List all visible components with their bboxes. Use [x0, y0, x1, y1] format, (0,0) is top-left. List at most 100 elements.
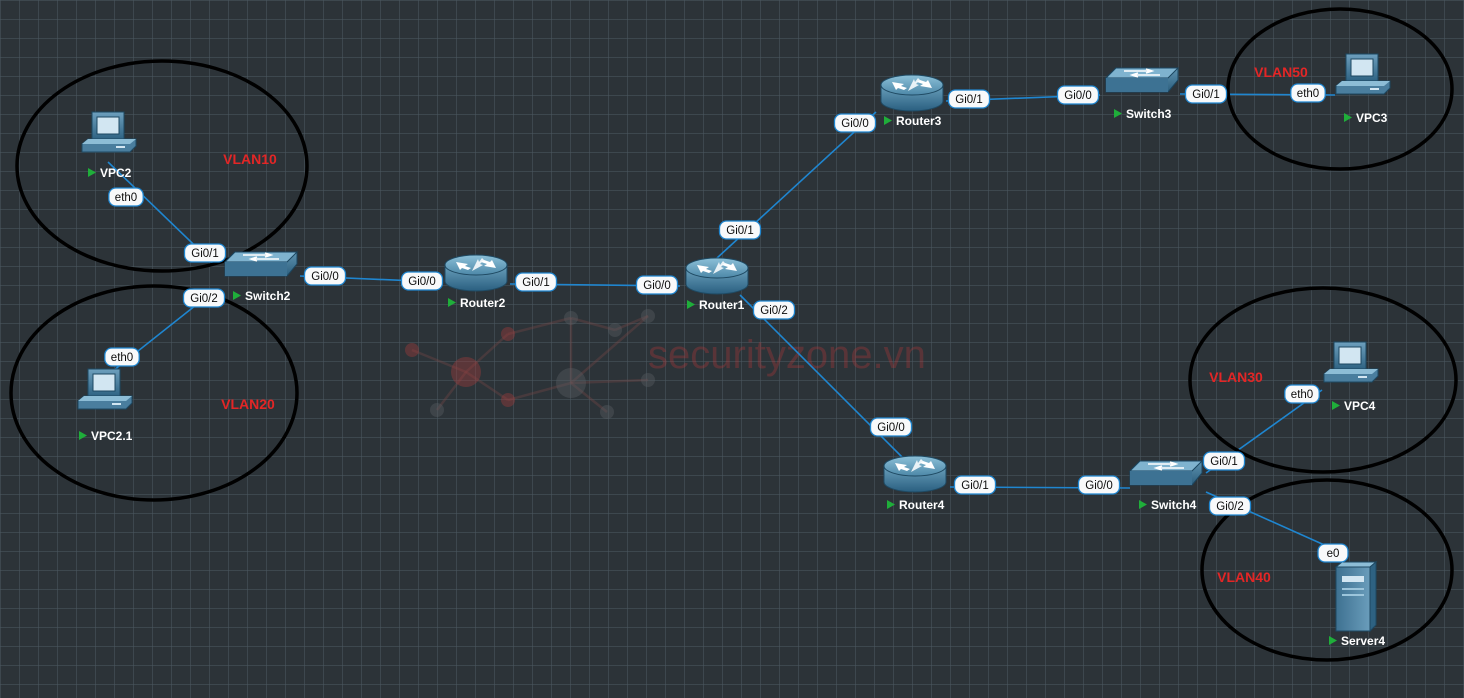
running-status-icon — [1139, 500, 1147, 509]
port-label-router1[interactable]: Gi0/2 — [752, 300, 796, 320]
running-status-icon — [887, 500, 895, 509]
port-label-vpc2[interactable]: eth0 — [108, 187, 144, 207]
running-status-icon — [1344, 113, 1352, 122]
port-label-router4[interactable]: Gi0/1 — [953, 475, 997, 495]
device-label: VPC2 — [100, 166, 132, 180]
running-status-icon — [88, 168, 96, 177]
running-status-icon — [1332, 401, 1340, 410]
port-label-router1[interactable]: Gi0/0 — [635, 275, 679, 295]
switch-icon — [1104, 67, 1180, 93]
device-label: Switch2 — [245, 289, 291, 303]
device-vpc21[interactable]: VPC2.1 — [77, 368, 133, 443]
svg-text:eth0: eth0 — [115, 192, 137, 204]
device-router4[interactable]: Router4 — [883, 455, 947, 512]
running-status-icon — [884, 116, 892, 125]
svg-text:Gi0/0: Gi0/0 — [841, 118, 869, 130]
running-status-icon — [448, 298, 456, 307]
watermark: securityzone.vn — [405, 309, 926, 419]
switch-icon — [223, 251, 299, 277]
svg-text:Gi0/1: Gi0/1 — [1210, 456, 1238, 468]
device-label: Router2 — [460, 296, 506, 310]
device-vpc3[interactable]: VPC3 — [1335, 53, 1391, 125]
vlan-label: VLAN30 — [1209, 369, 1263, 385]
svg-text:Gi0/1: Gi0/1 — [522, 277, 550, 289]
port-label-switch4[interactable]: Gi0/0 — [1077, 475, 1121, 495]
svg-text:Gi0/0: Gi0/0 — [877, 422, 905, 434]
port-label-vpc4[interactable]: eth0 — [1284, 384, 1320, 404]
vlan-zone-z10 — [15, 59, 309, 273]
device-router1[interactable]: Router1 — [685, 257, 749, 312]
device-router3[interactable]: Router3 — [880, 74, 944, 128]
router-icon — [880, 74, 944, 112]
port-label-switch4[interactable]: Gi0/1 — [1202, 451, 1246, 471]
svg-text:Gi0/2: Gi0/2 — [760, 305, 788, 317]
svg-text:eth0: eth0 — [1297, 88, 1319, 100]
pc-icon — [77, 368, 133, 410]
device-router2[interactable]: Router2 — [444, 254, 508, 310]
router-icon — [444, 254, 508, 292]
device-label: Switch4 — [1151, 498, 1197, 512]
svg-text:eth0: eth0 — [1291, 389, 1313, 401]
port-label-router1[interactable]: Gi0/1 — [718, 220, 762, 240]
port-label-switch4[interactable]: Gi0/2 — [1208, 496, 1252, 516]
device-vpc4[interactable]: VPC4 — [1323, 341, 1379, 413]
port-label-router3[interactable]: Gi0/1 — [947, 89, 991, 109]
pc-icon — [81, 111, 137, 153]
port-label-switch2[interactable]: Gi0/0 — [303, 266, 347, 286]
port-label-switch2[interactable]: Gi0/1 — [183, 243, 227, 263]
device-label: Switch3 — [1126, 107, 1172, 121]
port-label-vpc3[interactable]: eth0 — [1290, 83, 1326, 103]
router-icon — [685, 257, 749, 295]
pc-icon — [1335, 53, 1391, 95]
device-label: VPC3 — [1356, 111, 1388, 125]
vlan-zone-z40 — [1200, 478, 1454, 662]
vlan-zone-z20 — [9, 284, 299, 502]
svg-text:Gi0/1: Gi0/1 — [955, 94, 983, 106]
port-label-router3[interactable]: Gi0/0 — [833, 113, 877, 133]
device-label: VPC2.1 — [91, 429, 133, 443]
port-label-switch3[interactable]: Gi0/0 — [1056, 85, 1100, 105]
svg-text:e0: e0 — [1327, 548, 1340, 560]
device-server4[interactable]: Server4 — [1329, 560, 1385, 648]
svg-text:Gi0/1: Gi0/1 — [191, 248, 219, 260]
port-label-router4[interactable]: Gi0/0 — [869, 417, 913, 437]
running-status-icon — [1329, 636, 1337, 645]
svg-text:Gi0/1: Gi0/1 — [1192, 89, 1220, 101]
port-label-switch2[interactable]: Gi0/2 — [182, 288, 226, 308]
port-label-router2[interactable]: Gi0/1 — [514, 272, 558, 292]
vlan-label: VLAN50 — [1254, 64, 1308, 80]
port-label-vpc21[interactable]: eth0 — [104, 347, 140, 367]
running-status-icon — [233, 291, 241, 300]
svg-text:Gi0/0: Gi0/0 — [1064, 90, 1092, 102]
switch-icon — [1128, 460, 1204, 486]
watermark-text: securityzone.vn — [648, 333, 926, 377]
svg-text:Gi0/0: Gi0/0 — [1085, 480, 1113, 492]
device-switch3[interactable]: Switch3 — [1104, 67, 1180, 121]
device-label: Router3 — [896, 114, 942, 128]
svg-text:Gi0/1: Gi0/1 — [961, 480, 989, 492]
svg-text:Gi0/0: Gi0/0 — [643, 280, 671, 292]
device-vpc2[interactable]: VPC2 — [81, 111, 137, 180]
device-label: Router4 — [899, 498, 945, 512]
port-label-router2[interactable]: Gi0/0 — [400, 271, 444, 291]
svg-text:eth0: eth0 — [111, 352, 133, 364]
svg-text:Gi0/1: Gi0/1 — [726, 225, 754, 237]
vlan-label: VLAN10 — [223, 151, 277, 167]
svg-text:Gi0/0: Gi0/0 — [408, 276, 436, 288]
port-label-server4[interactable]: e0 — [1317, 543, 1349, 563]
device-label: VPC4 — [1344, 399, 1376, 413]
svg-text:Gi0/0: Gi0/0 — [311, 271, 339, 283]
pc-icon — [1323, 341, 1379, 383]
device-label: Router1 — [699, 298, 745, 312]
vlan-zone-z50 — [1226, 7, 1454, 171]
vlan-label: VLAN40 — [1217, 569, 1271, 585]
device-switch2[interactable]: Switch2 — [223, 251, 299, 303]
vlan-zone-z30 — [1188, 286, 1458, 474]
port-label-switch3[interactable]: Gi0/1 — [1184, 84, 1228, 104]
vlan-label: VLAN20 — [221, 396, 275, 412]
device-switch4[interactable]: Switch4 — [1128, 460, 1204, 512]
